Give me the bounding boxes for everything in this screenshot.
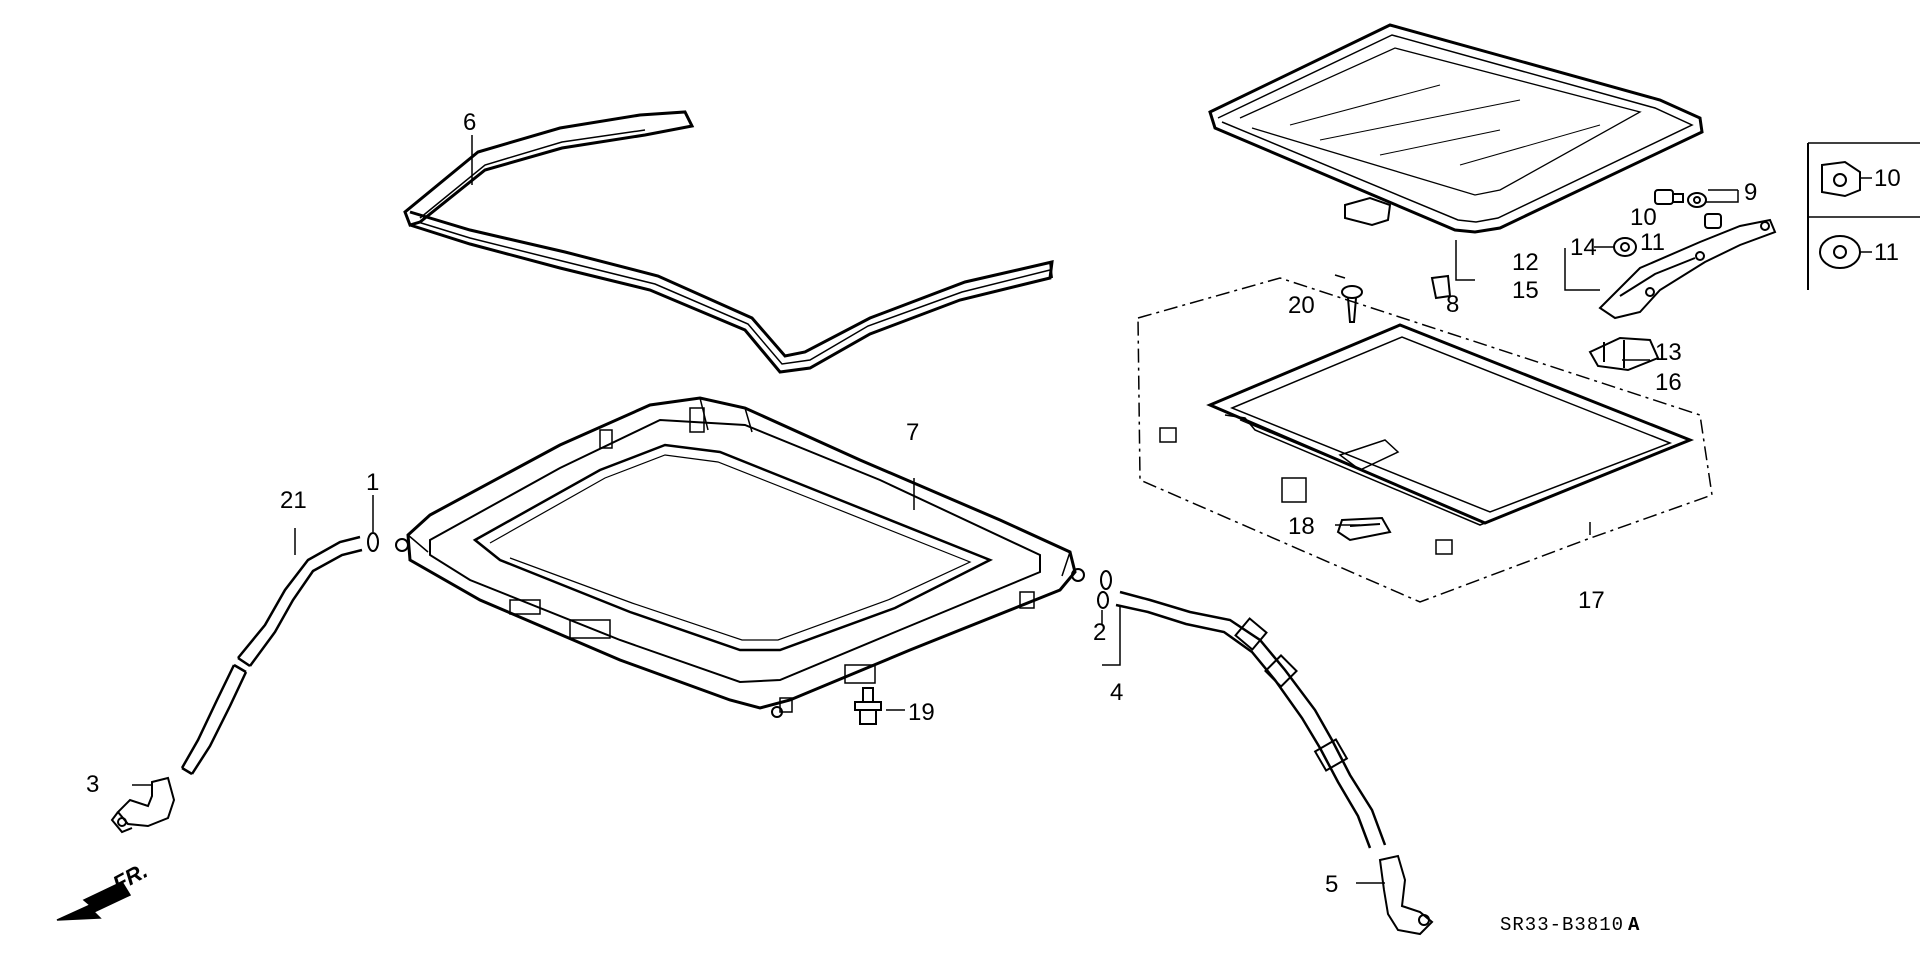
callout-1: 1 xyxy=(366,469,379,496)
legend-nut-icon-round xyxy=(1819,235,1861,269)
callout-17: 17 xyxy=(1578,587,1605,614)
legend-label-11: 11 xyxy=(1874,239,1899,266)
callout-11: 11 xyxy=(1640,229,1665,256)
callout-6: 6 xyxy=(463,109,476,136)
part-9-screw xyxy=(1654,189,1707,208)
callout-14: 14 xyxy=(1570,234,1597,261)
part-21-drain-tube xyxy=(180,535,363,776)
diagram-code-text: SR33-B3810 xyxy=(1500,914,1624,936)
part-12-15-rail-bracket xyxy=(1598,218,1777,320)
part-6-seal-strip xyxy=(403,110,1054,374)
part-4-drain-tube xyxy=(1115,590,1387,849)
inset-legend: 10 11 xyxy=(1807,142,1920,290)
part-7-sunroof-frame xyxy=(395,396,1085,718)
part-1-clip xyxy=(367,532,379,552)
callout-15: 15 xyxy=(1512,277,1539,304)
callout-9: 9 xyxy=(1744,179,1757,206)
part-5-drain-elbow xyxy=(1378,854,1434,936)
diagram-code-suffix: A xyxy=(1628,914,1640,936)
callout-7: 7 xyxy=(906,419,919,446)
part-18-handle xyxy=(1336,516,1392,542)
part-3-drain-elbow xyxy=(110,776,176,834)
diagram-code: SR33-B3810 A xyxy=(1500,914,1640,936)
part-13-16-slider xyxy=(1588,336,1660,372)
part-19-bolt xyxy=(854,687,882,725)
callout-2: 2 xyxy=(1093,619,1106,646)
callout-3: 3 xyxy=(86,771,99,798)
callout-21: 21 xyxy=(280,487,307,514)
glass-panel xyxy=(1208,23,1704,234)
part-11-nut xyxy=(1704,213,1722,229)
callout-10: 10 xyxy=(1630,204,1657,231)
callout-13: 13 xyxy=(1655,339,1682,366)
callout-numbers: 6 7 1 21 2 4 3 5 19 17 18 20 8 9 10 11 1… xyxy=(86,109,1757,898)
callout-4: 4 xyxy=(1110,679,1123,706)
callout-8: 8 xyxy=(1446,291,1459,318)
front-arrow: FR. xyxy=(56,858,152,921)
callout-20: 20 xyxy=(1288,292,1315,319)
part-8-guide-clip xyxy=(1344,196,1452,300)
callout-12: 12 xyxy=(1512,249,1539,276)
legend-nut-icon xyxy=(1821,160,1861,198)
callout-19: 19 xyxy=(908,699,935,726)
leader-lines xyxy=(132,135,1739,884)
callout-16: 16 xyxy=(1655,369,1682,396)
part-20-screw xyxy=(1341,285,1363,323)
part-2-clip xyxy=(1097,570,1112,609)
callout-5: 5 xyxy=(1325,871,1338,898)
part-17-shade-assembly xyxy=(1137,277,1713,603)
part-14-nut xyxy=(1613,237,1637,257)
callout-18: 18 xyxy=(1288,513,1315,540)
legend-label-10: 10 xyxy=(1874,165,1901,192)
